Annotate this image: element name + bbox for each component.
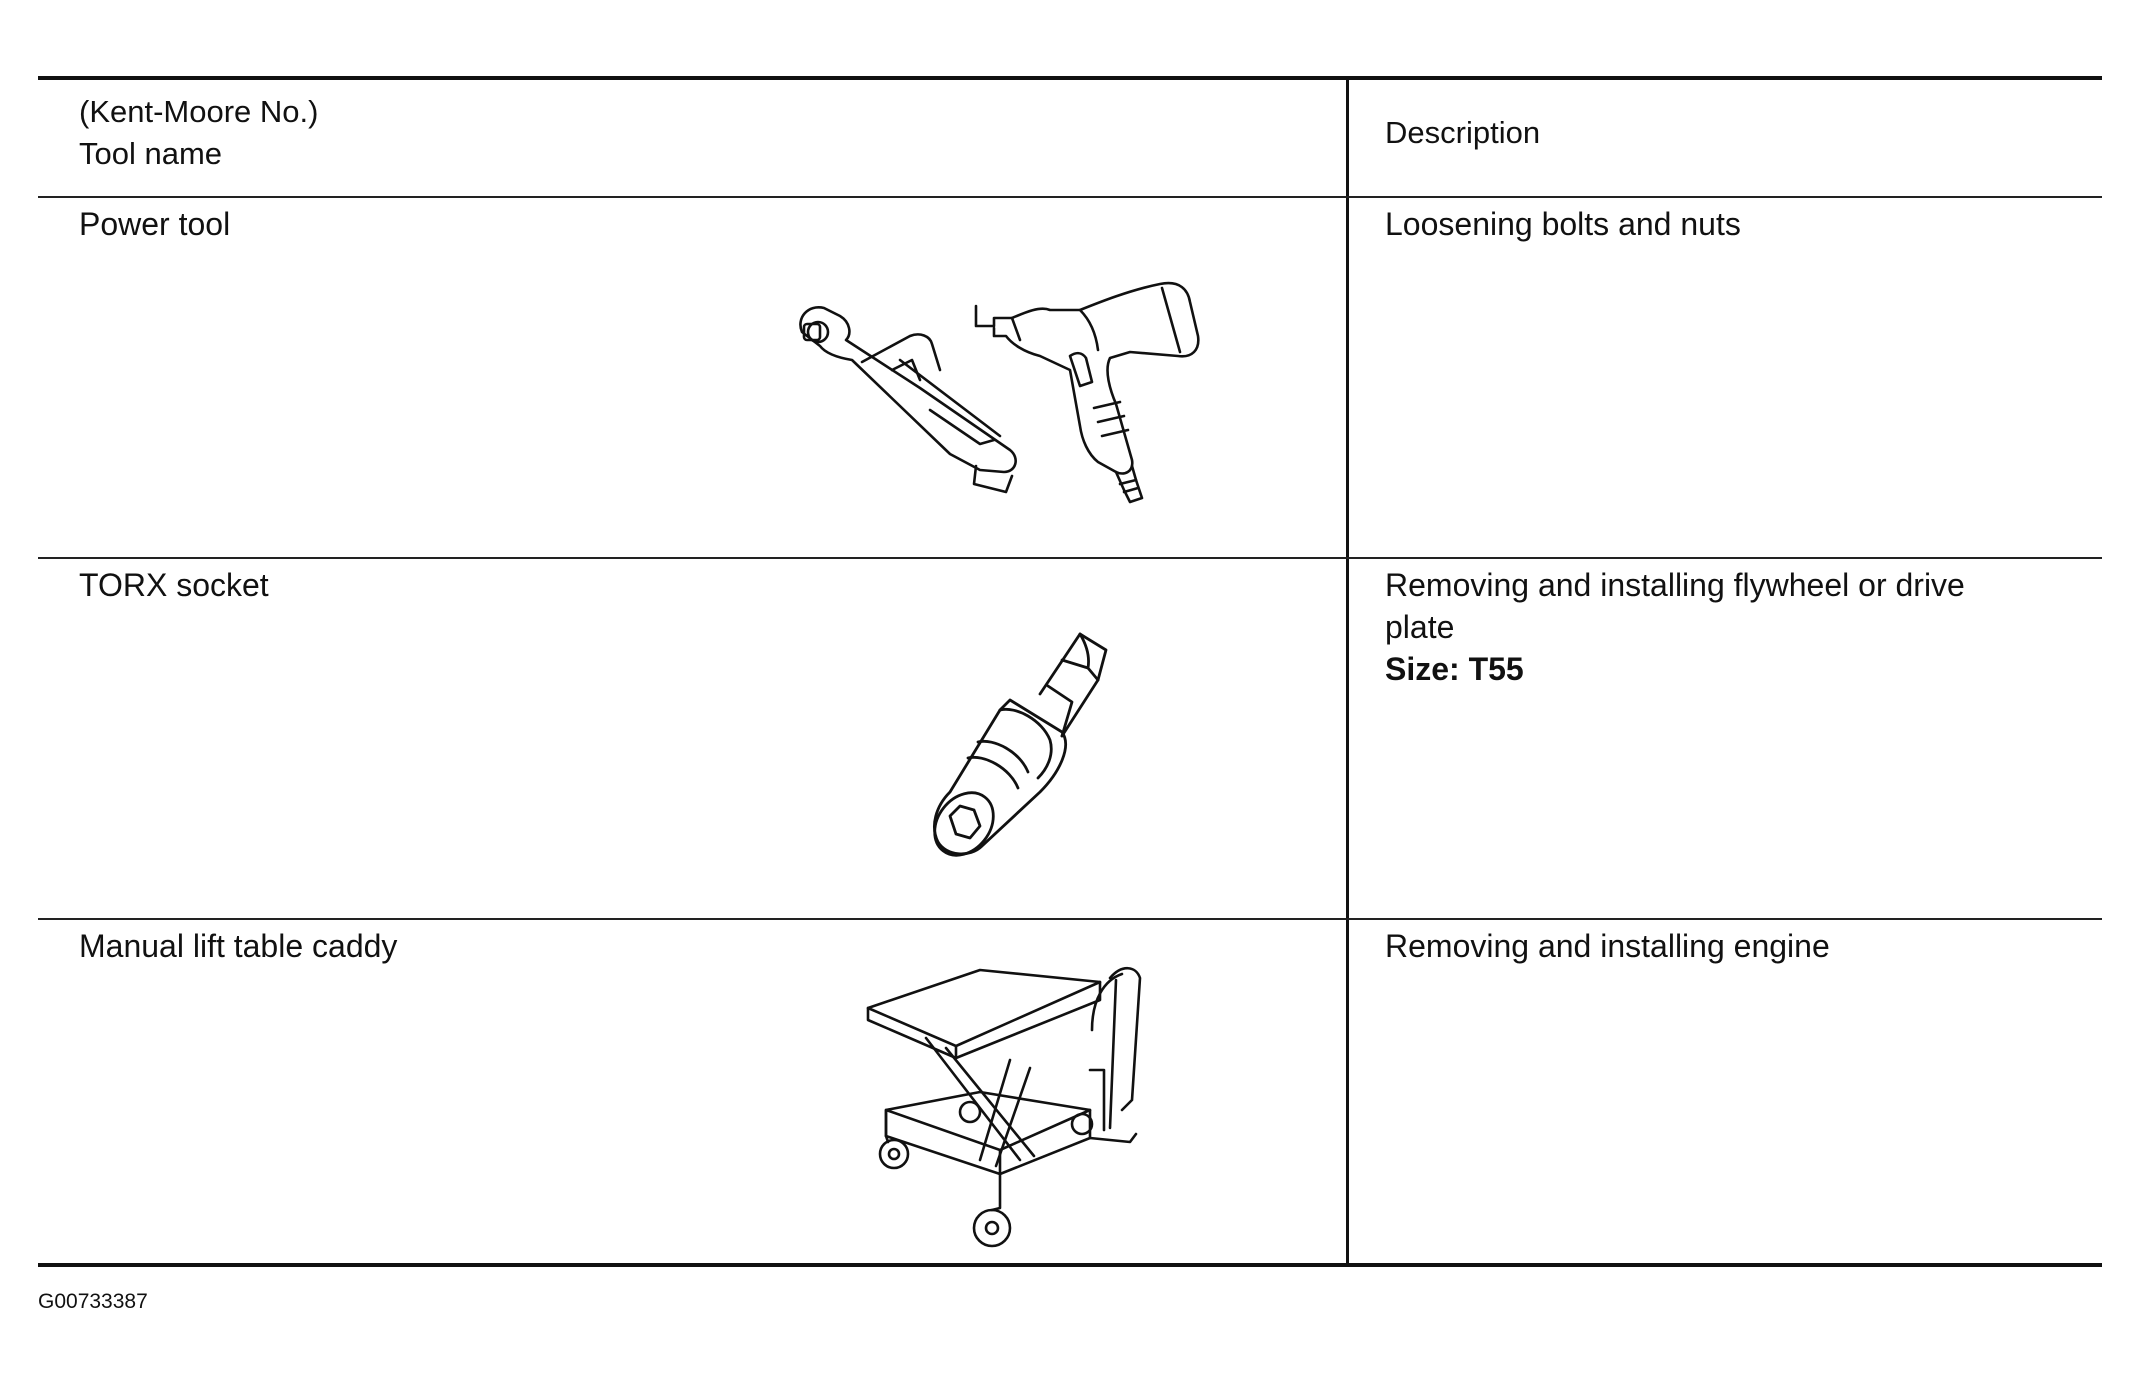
- table-bottom-rule: [38, 1263, 2102, 1267]
- description-text: Removing and installing engine: [1385, 928, 1830, 964]
- description-power-tool: Loosening bolts and nuts: [1385, 203, 2025, 245]
- figure-id: G00733387: [38, 1290, 148, 1313]
- impact-wrench-icon: [974, 281, 1200, 504]
- tool-name-label: Tool name: [79, 136, 223, 171]
- description-text: Removing and installing flywheel or driv…: [1385, 567, 1965, 645]
- tool-column-header: (Kent-Moore No.) Tool name: [79, 91, 318, 175]
- header-divider: [38, 196, 2102, 198]
- tool-name-lift-table-caddy: Manual lift table caddy: [79, 928, 398, 964]
- description-torx-socket: Removing and installing flywheel or driv…: [1385, 564, 2025, 690]
- description-lift-table-caddy: Removing and installing engine: [1385, 925, 2025, 967]
- row-divider-1: [38, 557, 2102, 559]
- column-divider: [1346, 76, 1349, 1265]
- kent-moore-label: (Kent-Moore No.): [79, 94, 319, 129]
- tool-name-torx-socket: TORX socket: [79, 567, 269, 603]
- torx-socket-icon: [933, 632, 1108, 857]
- lift-table-caddy-illustration: [860, 960, 1220, 1260]
- lift-table-cart-icon: [866, 966, 1142, 1248]
- row-divider-2: [38, 918, 2102, 920]
- size-spec: Size: T55: [1385, 651, 1524, 687]
- description-column-header: Description: [1385, 115, 1541, 150]
- power-tool-illustration: [780, 240, 1240, 510]
- table-top-rule: [38, 76, 2102, 80]
- description-text: Loosening bolts and nuts: [1385, 206, 1741, 242]
- air-ratchet-icon: [799, 306, 1017, 494]
- tool-name-power-tool: Power tool: [79, 206, 231, 242]
- torx-socket-illustration: [930, 620, 1170, 870]
